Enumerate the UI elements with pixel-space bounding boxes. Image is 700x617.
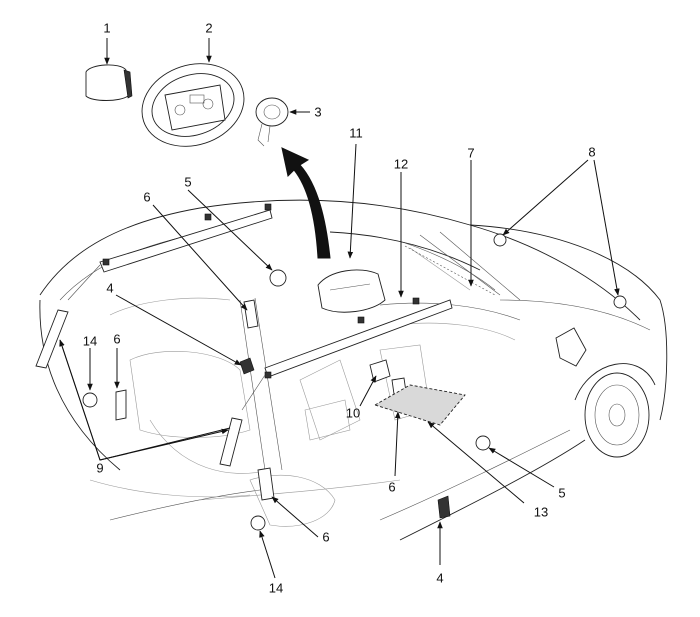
side-impact-sensors xyxy=(269,269,491,451)
callout-1: 1 xyxy=(103,20,110,35)
airbag-control-unit xyxy=(369,359,391,383)
front-impact-sensors xyxy=(493,233,627,309)
callout-5: 5 xyxy=(184,174,191,189)
vehicle-body-outline xyxy=(39,199,668,541)
callout-12: 12 xyxy=(394,156,408,171)
callout-14: 14 xyxy=(269,580,283,595)
removal-arrow xyxy=(281,147,331,259)
callout-6: 6 xyxy=(143,189,150,204)
callout-6: 6 xyxy=(388,479,395,494)
callout-6: 6 xyxy=(322,529,329,544)
passenger-airbag-module xyxy=(317,269,386,313)
driver-airbag-module xyxy=(85,64,133,101)
rear-side-sensors xyxy=(82,392,266,531)
callout-14: 14 xyxy=(83,333,97,348)
callout-labels: 1 2 3 4 4 5 5 6 6 6 6 7 8 9 10 11 12 13 … xyxy=(83,20,596,595)
curtain-airbag-right xyxy=(219,297,453,467)
callout-11: 11 xyxy=(349,125,363,140)
callout-5: 5 xyxy=(558,485,565,500)
steering-wheel xyxy=(141,63,245,147)
callout-2: 2 xyxy=(205,20,212,35)
callout-9: 9 xyxy=(96,460,103,475)
callout-6: 6 xyxy=(113,331,120,346)
occupant-classification-floor-pad xyxy=(373,384,466,426)
seat-belt-pretensioners xyxy=(239,357,451,519)
callout-8: 8 xyxy=(588,144,595,159)
callout-4: 4 xyxy=(106,280,113,295)
leader-lines xyxy=(59,38,620,579)
side-airbag-modules xyxy=(115,299,409,501)
callout-3: 3 xyxy=(314,104,321,119)
callout-10: 10 xyxy=(346,405,360,420)
clock-spring xyxy=(255,97,289,147)
passenger-airbag-strip xyxy=(404,242,496,296)
curtain-airbag-left xyxy=(35,203,273,369)
callout-4: 4 xyxy=(436,570,443,585)
callout-7: 7 xyxy=(467,145,474,160)
callout-13: 13 xyxy=(534,504,548,519)
